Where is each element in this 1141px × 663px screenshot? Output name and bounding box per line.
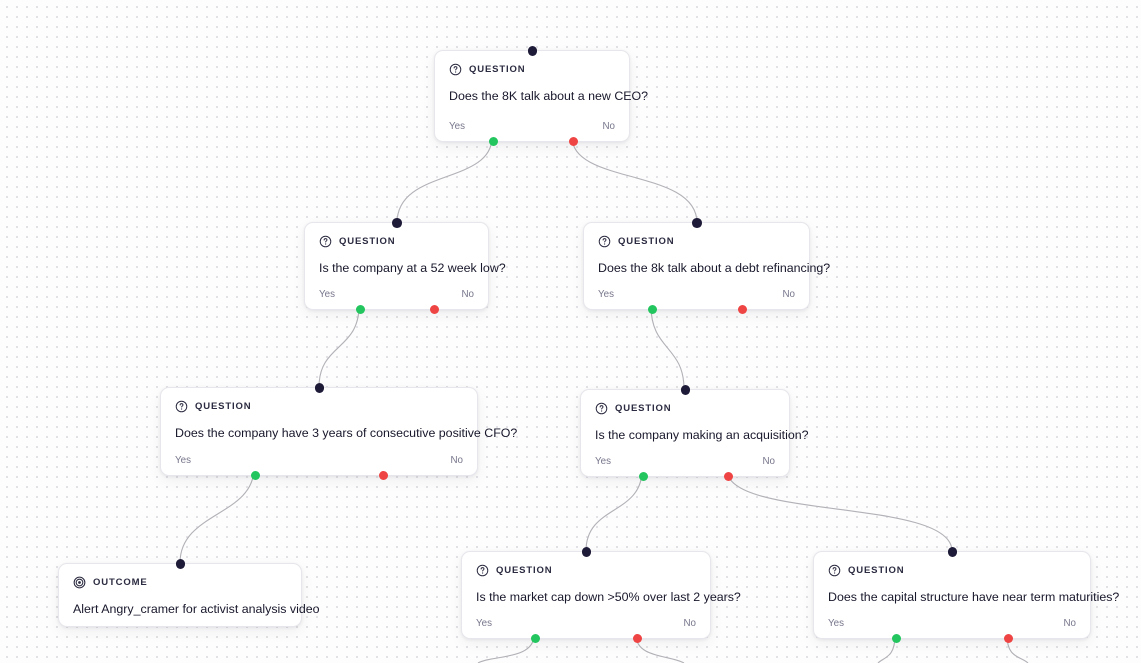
question-circle-icon [319,235,332,248]
node-source-handle-yes[interactable] [488,136,498,146]
flow-node-n1[interactable]: QUESTION Does the 8K talk about a new CEO… [434,46,649,146]
question-circle-icon [175,400,188,413]
node-question-text: Is the company at a 52 week low? [319,261,506,275]
question-circle-icon [598,235,611,248]
node-kind-label: OUTCOME [93,576,148,588]
node-source-handle-no[interactable] [568,136,578,146]
flow-node-n6[interactable]: OUTCOME Alert Angry_cramer for activist a… [58,559,320,627]
node-target-handle[interactable] [581,547,591,557]
branch-label-no: No [683,618,696,630]
node-footer: Yes No [305,281,488,309]
question-circle-icon [449,63,462,76]
flow-node-n8[interactable]: QUESTION Does the capital structure have … [813,547,1120,643]
flow-node-n3[interactable]: QUESTION Does the 8k talk about a debt re… [583,218,831,314]
edge-connector[interactable] [179,467,255,564]
node-footer: Yes No [161,447,477,475]
node-header: QUESTION [161,388,477,413]
node-source-handle-no[interactable] [723,471,733,481]
edge-connector[interactable] [477,634,535,663]
node-header: QUESTION [581,390,789,415]
flow-node-n4[interactable]: QUESTION Does the company have 3 years of… [160,383,518,480]
edge-connector[interactable] [635,634,685,663]
branch-label-yes: Yes [828,618,844,630]
node-header: QUESTION [305,223,488,248]
node-source-handle-no[interactable] [1003,633,1013,643]
node-footer: Yes No [584,281,809,309]
node-kind-label: QUESTION [469,63,526,75]
node-kind-label: QUESTION [848,564,905,576]
node-kind-label: QUESTION [195,400,252,412]
node-header: QUESTION [462,552,710,577]
branch-label-no: No [450,455,463,467]
node-question-text: Alert Angry_cramer for activist analysis… [73,602,320,616]
node-target-handle[interactable] [680,385,690,395]
node-source-handle-yes[interactable] [530,633,540,643]
node-source-handle-no[interactable] [632,633,642,643]
node-kind-label: QUESTION [339,235,396,247]
branch-label-no: No [1063,618,1076,630]
node-kind-label: QUESTION [618,235,675,247]
node-source-handle-no[interactable] [430,304,439,314]
node-source-handle-yes[interactable] [250,470,260,480]
node-source-handle-yes[interactable] [647,304,657,314]
node-header: OUTCOME [59,564,301,589]
node-footer: Yes No [581,448,789,476]
node-kind-label: QUESTION [615,402,672,414]
node-header: QUESTION [435,51,629,76]
edge-connector[interactable] [318,305,360,388]
node-source-handle-yes[interactable] [891,633,901,643]
node-target-handle[interactable] [314,383,324,393]
branch-label-yes: Yes [175,455,191,467]
node-footer: Yes No [462,610,710,638]
node-question-text: Does the 8K talk about a new CEO? [449,89,649,103]
branch-label-yes: Yes [476,618,492,630]
branch-label-yes: Yes [319,289,335,301]
node-source-handle-yes[interactable] [355,304,365,314]
branch-label-yes: Yes [595,456,611,468]
target-icon [73,576,86,589]
branch-label-no: No [782,289,795,301]
node-header: QUESTION [814,552,1090,577]
node-question-text: Does the capital structure have near ter… [828,590,1120,604]
question-circle-icon [595,402,608,415]
node-question-text: Does the company have 3 years of consecu… [175,426,518,440]
node-target-handle[interactable] [692,218,702,228]
edge-connector[interactable] [650,305,685,390]
node-target-handle[interactable] [392,218,402,228]
flow-node-n7[interactable]: QUESTION Is the market cap down >50% over… [461,547,741,643]
node-kind-label: QUESTION [496,564,553,576]
question-circle-icon [476,564,489,577]
branch-label-no: No [762,456,775,468]
branch-label-yes: Yes [449,121,465,133]
node-target-handle[interactable] [175,559,185,569]
flow-node-n5[interactable]: QUESTION Is the company making an acquisi… [580,385,809,481]
node-source-handle-yes[interactable] [638,471,648,481]
node-target-handle[interactable] [947,547,957,557]
branch-label-yes: Yes [598,289,614,301]
node-footer: Yes No [435,113,629,141]
edge-connector[interactable] [585,469,643,552]
node-footer: Yes No [814,610,1090,638]
edge-connector[interactable] [571,136,698,224]
question-circle-icon [828,564,841,577]
node-question-text: Is the market cap down >50% over last 2 … [476,590,741,604]
flow-node-n2[interactable]: QUESTION Is the company at a 52 week low?… [304,218,506,314]
node-question-text: Is the company making an acquisition? [595,428,809,442]
branch-label-no: No [602,121,615,133]
node-source-handle-no[interactable] [738,304,748,314]
node-header: QUESTION [584,223,809,248]
node-target-handle[interactable] [527,46,537,56]
edge-connector[interactable] [396,136,493,224]
branch-label-no: No [461,289,474,301]
edge-connector[interactable] [726,469,953,552]
node-question-text: Does the 8k talk about a debt refinancin… [598,261,831,275]
node-source-handle-no[interactable] [379,470,389,480]
